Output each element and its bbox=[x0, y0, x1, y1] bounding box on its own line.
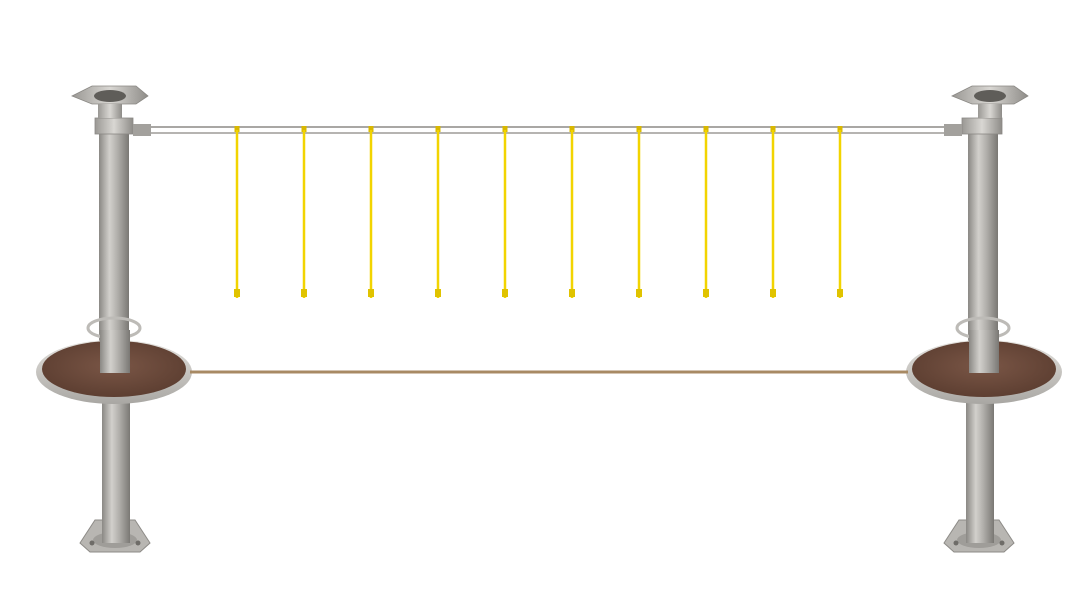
hanging-rope bbox=[636, 126, 642, 298]
hanging-rope bbox=[435, 126, 441, 298]
left-top-cap bbox=[71, 85, 149, 118]
top-cable bbox=[133, 124, 962, 136]
right-top-cap bbox=[951, 85, 1029, 118]
hanging-rope bbox=[502, 126, 508, 298]
hanging-rope bbox=[234, 126, 240, 298]
hanging-rope bbox=[770, 126, 776, 298]
left-platform bbox=[36, 330, 192, 404]
left-post bbox=[71, 85, 151, 553]
right-platform bbox=[906, 330, 1062, 404]
right-post bbox=[943, 85, 1029, 553]
hanging-ropes bbox=[234, 126, 843, 298]
hanging-rope bbox=[368, 126, 374, 298]
hanging-rope bbox=[837, 126, 843, 298]
hanging-rope bbox=[703, 126, 709, 298]
hanging-rope bbox=[569, 126, 575, 298]
hanging-rope bbox=[301, 126, 307, 298]
